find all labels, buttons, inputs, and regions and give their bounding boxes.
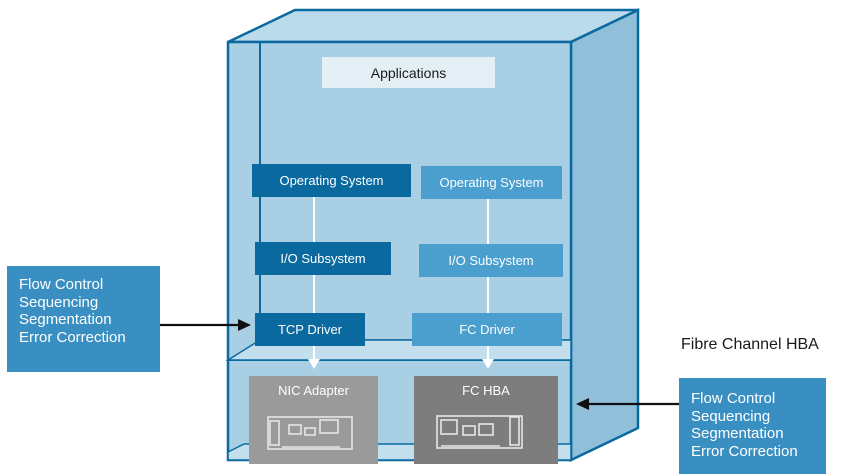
right-callout-line: Segmentation [691, 425, 784, 442]
hba-card-icon [436, 415, 523, 449]
left-callout-arrow [159, 319, 251, 331]
fc-hba-card [414, 376, 558, 464]
nic-adapter-label: NIC Adapter [278, 383, 349, 398]
right-callout-line: Sequencing [691, 407, 771, 425]
right-callout-line: Error Correction [691, 442, 798, 460]
tcp-driver-box: TCP Driver [255, 313, 365, 346]
left-callout-line: Flow Control [19, 276, 104, 293]
nic-adapter-card [249, 376, 378, 464]
right-operating-system-box: Operating System [421, 166, 562, 199]
left-callout-line: Sequencing [19, 293, 99, 311]
left-callout-line: Error Correction [19, 328, 126, 346]
right-callout-box: Flow Control Sequencing Segmentation Err… [679, 378, 826, 474]
left-callout-line: Segmentation [19, 311, 112, 328]
right-io-subsystem-box: I/O Subsystem [419, 244, 563, 277]
applications-box: Applications [322, 57, 495, 88]
left-callout-box: Flow Control Sequencing Segmentation Err… [7, 266, 160, 372]
fc-driver-box: FC Driver [412, 313, 562, 346]
left-operating-system-box: Operating System [252, 164, 411, 197]
right-callout-arrow [576, 398, 680, 410]
fc-hba-label: FC HBA [462, 383, 510, 398]
left-io-subsystem-box: I/O Subsystem [255, 242, 391, 275]
nic-card-icon [267, 416, 353, 450]
right-callout-line: Flow Control [691, 390, 776, 407]
fibre-channel-hba-caption: Fibre Channel HBA [681, 336, 819, 353]
